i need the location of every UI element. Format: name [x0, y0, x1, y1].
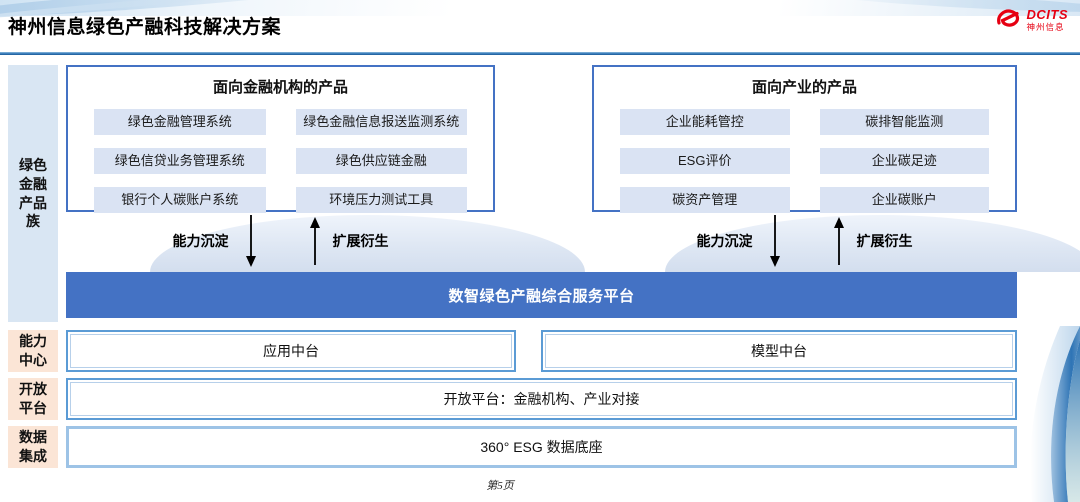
capability-label: 能力沉淀 [696, 233, 753, 249]
product-item: 绿色金融管理系统 [94, 109, 266, 135]
product-item: 银行个人碳账户系统 [94, 187, 266, 213]
sidebar-label-data-integration: 数据 集成 [8, 426, 58, 468]
industry-products-box: 面向产业的产品 企业能耗管控 碳排智能监测 ESG评价 企业碳足迹 碳资产管理 … [592, 65, 1017, 213]
industry-box-title: 面向产业的产品 [751, 79, 857, 96]
down-arrow-icon [245, 215, 256, 267]
finance-box-title: 面向金融机构的产品 [212, 79, 348, 96]
sidebar-label-open-platform: 开放 平台 [8, 378, 58, 420]
product-item: 企业碳账户 [819, 187, 989, 213]
capability-label: 能力沉淀 [172, 233, 229, 249]
product-item: 环境压力测试工具 [295, 187, 467, 213]
product-item: 企业碳足迹 [819, 148, 989, 174]
product-item: 绿色金融信息报送监测系统 [295, 109, 467, 135]
logo-brand-text: DCITS [1026, 7, 1068, 23]
sidebar-label-ability-center: 能力 中心 [8, 330, 58, 372]
expansion-label: 扩展衍生 [856, 233, 913, 249]
up-arrow-icon [309, 217, 320, 265]
up-arrow-icon [833, 217, 844, 265]
arrow-zone-left: 能力沉淀 扩展衍生 [66, 212, 495, 270]
logo-sub-text: 神州信息 [1026, 22, 1065, 33]
page-title: 神州信息绿色产融科技解决方案 [8, 17, 282, 38]
product-item: ESG评价 [620, 148, 790, 174]
finance-items-grid: 绿色金融管理系统 绿色金融信息报送监测系统 绿色信贷业务管理系统 绿色供应链金融… [68, 97, 493, 213]
product-item: 碳排智能监测 [819, 109, 989, 135]
expansion-label: 扩展衍生 [332, 233, 389, 249]
product-item: 企业能耗管控 [620, 109, 790, 135]
logo-swirl-icon [996, 9, 1019, 27]
arrow-zone-right: 能力沉淀 扩展衍生 [592, 212, 1017, 270]
corner-swoosh-decoration [1030, 326, 1080, 502]
page-number: 第5页 [486, 480, 514, 492]
open-platform-box: 开放平台：金融机构、产业对接 [66, 378, 1017, 420]
dcits-logo: DCITS 神州信息 [995, 8, 1069, 32]
model-middle-platform-box: 模型中台 [541, 330, 1017, 372]
down-arrow-icon [769, 215, 780, 267]
esg-data-foundation-box: 360° ESG 数据底座 [66, 426, 1017, 468]
platform-bar: 数智绿色产融综合服务平台 [66, 272, 1017, 318]
product-item: 碳资产管理 [620, 187, 790, 213]
app-middle-platform-box: 应用中台 [66, 330, 516, 372]
sidebar-label-product-family: 绿色 金融 产品 族 [8, 65, 58, 322]
product-item: 绿色信贷业务管理系统 [94, 148, 266, 174]
industry-items-grid: 企业能耗管控 碳排智能监测 ESG评价 企业碳足迹 碳资产管理 企业碳账户 [594, 97, 1015, 213]
header-divider [0, 52, 1080, 55]
finance-products-box: 面向金融机构的产品 绿色金融管理系统 绿色金融信息报送监测系统 绿色信贷业务管理… [66, 65, 495, 213]
product-item: 绿色供应链金融 [295, 148, 467, 174]
